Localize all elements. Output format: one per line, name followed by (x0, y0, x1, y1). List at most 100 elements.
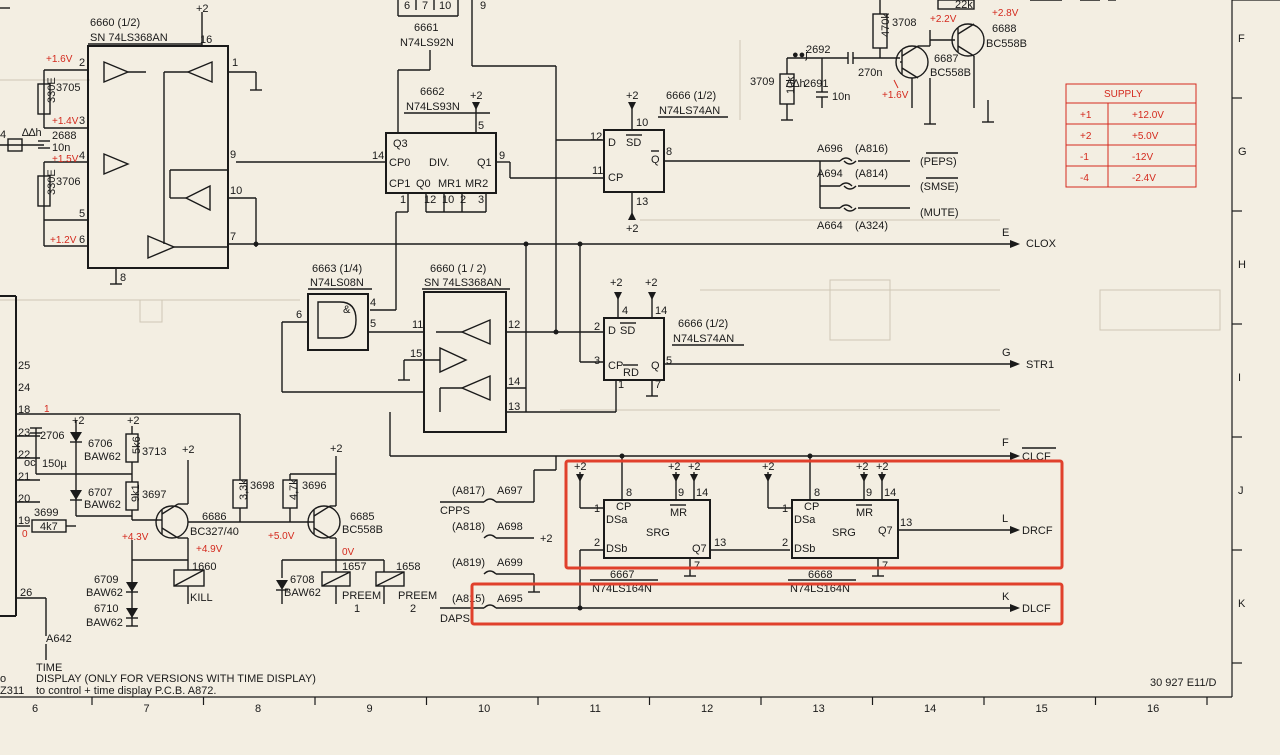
svg-text:+2: +2 (876, 461, 889, 473)
svg-text:6687: 6687 (934, 53, 958, 65)
svg-text:11: 11 (592, 165, 603, 177)
svg-text:3706: 3706 (56, 176, 80, 188)
connector-group-bottom: (A817) A697 CPPS (A818) A698 +2 (A819) A… (440, 456, 557, 625)
svg-text:330E: 330E (46, 77, 58, 103)
svg-text:Q0: Q0 (416, 178, 431, 190)
svg-text:13: 13 (636, 196, 648, 208)
svg-text:9: 9 (230, 149, 236, 161)
svg-text:+1.6V: +1.6V (882, 90, 909, 101)
svg-text:N74LS93N: N74LS93N (406, 101, 460, 113)
svg-text:+2.8V: +2.8V (992, 8, 1019, 19)
svg-text:MR2: MR2 (465, 178, 488, 190)
svg-text:10n: 10n (52, 142, 70, 154)
net-dlcf: K DLCF (496, 591, 1051, 615)
svg-text:SD: SD (620, 325, 635, 337)
svg-text:1: 1 (232, 57, 238, 69)
svg-text:BAW62: BAW62 (284, 587, 321, 599)
svg-text:6708: 6708 (290, 574, 314, 586)
svg-text:+2: +2 (626, 90, 639, 102)
svg-text:14: 14 (372, 150, 384, 162)
svg-text:3705: 3705 (56, 82, 80, 94)
grid-column-label: 15 (1036, 703, 1048, 715)
supply-title: SUPPLY (1104, 89, 1143, 100)
svg-text:12: 12 (424, 194, 436, 206)
net-clox: E CLOX (228, 227, 1057, 412)
svg-text:3697: 3697 (142, 489, 166, 501)
grid-row-label: K (1238, 598, 1246, 610)
svg-text:∆∆h: ∆∆h (22, 127, 42, 139)
svg-text:6668: 6668 (808, 569, 832, 581)
svg-text:DSb: DSb (606, 543, 627, 555)
svg-text:+2: +2 (330, 443, 343, 455)
svg-text:5k6: 5k6 (131, 436, 143, 454)
grid-row-label: G (1238, 146, 1247, 158)
grid-column-label: 13 (813, 703, 825, 715)
svg-text:3: 3 (478, 194, 484, 206)
svg-text:3: 3 (79, 115, 85, 127)
svg-text:+2: +2 (72, 415, 85, 427)
document-reference: 30 927 E11/D (1150, 677, 1217, 689)
connector-group-top: A696 (A816) (PEPS) A694 (A814) (SMSE) (M… (817, 143, 959, 232)
svg-text:4,7k: 4,7k (288, 479, 300, 500)
ic-part: SN 74LS368AN (90, 32, 168, 44)
svg-text:A664: A664 (817, 220, 843, 232)
svg-text:3: 3 (594, 355, 600, 367)
svg-text:oc: oc (24, 457, 36, 469)
svg-text:STR1: STR1 (1026, 359, 1054, 371)
svg-text:10k: 10k (785, 76, 797, 94)
svg-text:3696: 3696 (302, 480, 326, 492)
svg-text:6706: 6706 (88, 438, 112, 450)
highlight-dlcf-region (470, 582, 1064, 626)
svg-text:A695: A695 (497, 593, 523, 605)
svg-text:+1.2V: +1.2V (50, 235, 77, 246)
grid-row-label: H (1238, 259, 1246, 271)
svg-text:9k1: 9k1 (130, 484, 142, 502)
svg-text:6660 (1 / 2): 6660 (1 / 2) (430, 263, 486, 275)
svg-text:6688: 6688 (992, 23, 1016, 35)
svg-text:CP: CP (608, 360, 623, 372)
svg-text:2691: 2691 (804, 78, 828, 90)
svg-text:Q1: Q1 (477, 157, 492, 169)
svg-text:1660: 1660 (192, 561, 216, 573)
supply-table: SUPPLY +1+12.0V+2+5.0V-1-12V-4-2.4V (1065, 83, 1197, 188)
svg-text:+2.2V: +2.2V (930, 14, 957, 25)
svg-text:2: 2 (782, 537, 788, 549)
svg-text:(A818): (A818) (452, 521, 485, 533)
svg-text:0: 0 (22, 529, 28, 540)
supply-rail: -4 (1080, 173, 1089, 184)
grid-column-label: 14 (924, 703, 936, 715)
svg-text:N74LS08N: N74LS08N (310, 277, 364, 289)
svg-text:BAW62: BAW62 (84, 499, 121, 511)
svg-text:18: 18 (18, 404, 30, 416)
svg-text:6709: 6709 (94, 574, 118, 586)
svg-text:CP1: CP1 (389, 178, 410, 190)
svg-text:N74LS164N: N74LS164N (592, 583, 652, 595)
supply-rail: +1 (1080, 110, 1092, 121)
svg-text:∆∆h: ∆∆h (786, 78, 806, 90)
grid-column-label: 11 (590, 703, 601, 715)
svg-text:CP: CP (804, 501, 819, 513)
svg-text:DSb: DSb (794, 543, 815, 555)
svg-text:TIME: TIME (36, 662, 62, 674)
svg-text:+2: +2 (688, 461, 701, 473)
svg-text:+2: +2 (182, 444, 195, 456)
svg-text:26: 26 (20, 587, 32, 599)
svg-text:Z311: Z311 (0, 685, 24, 697)
ic-ref: 6660 (1/2) (90, 17, 140, 29)
svg-text:15: 15 (410, 348, 422, 360)
svg-text:5: 5 (370, 318, 376, 330)
svg-text:+2: +2 (470, 90, 483, 102)
svg-text:(MUTE): (MUTE) (920, 207, 959, 219)
svg-text:2: 2 (594, 537, 600, 549)
svg-text:9: 9 (866, 487, 872, 499)
svg-text:4: 4 (370, 297, 376, 309)
svg-text:3,3k: 3,3k (238, 479, 250, 500)
svg-text:A697: A697 (497, 485, 523, 497)
svg-text:(A324): (A324) (855, 220, 888, 232)
svg-text:DLCF: DLCF (1022, 603, 1051, 615)
supply-value: +5.0V (1132, 131, 1159, 142)
svg-text:25: 25 (18, 360, 30, 372)
supply-value: -12V (1132, 152, 1153, 163)
svg-text:13: 13 (508, 401, 520, 413)
svg-text:16: 16 (200, 34, 212, 46)
